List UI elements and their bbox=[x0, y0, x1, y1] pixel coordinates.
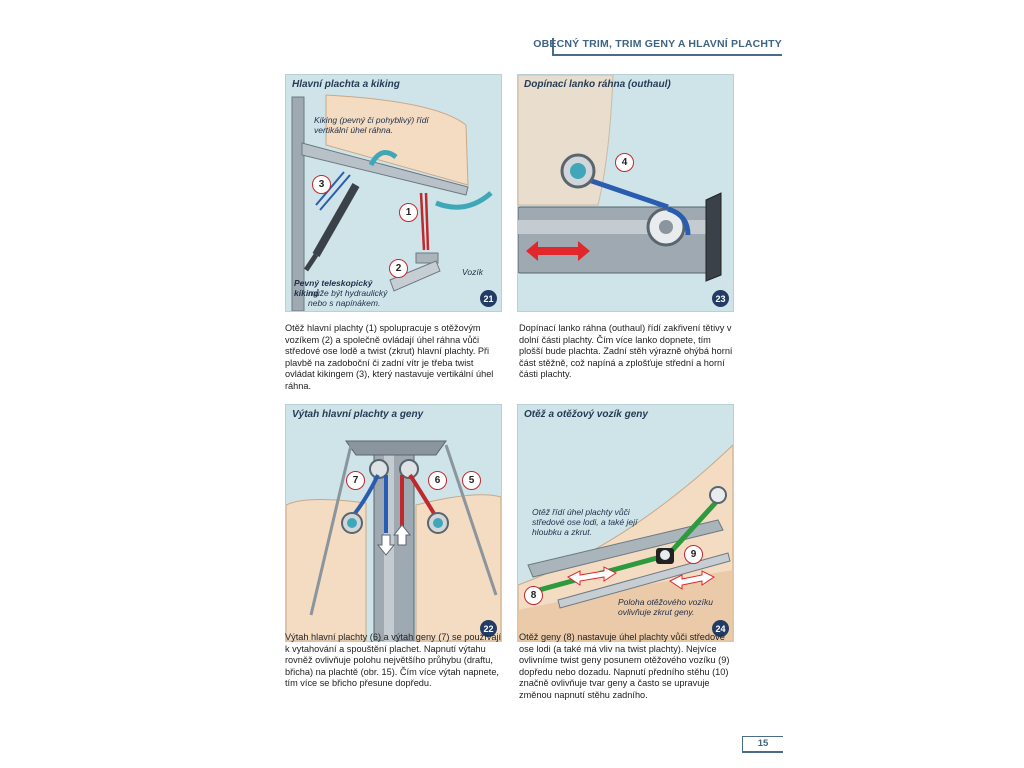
page-number: 15 bbox=[742, 736, 783, 753]
header-title: OBECNÝ TRIM, TRIM GENY A HLAVNÍ PLACHTY bbox=[533, 38, 782, 50]
panel-title: Hlavní plachta a kiking bbox=[292, 79, 400, 90]
paragraph-22: Výtah hlavní plachty (6) a výtah geny (7… bbox=[285, 632, 502, 689]
outhaul-illustration bbox=[518, 75, 722, 282]
note-pevny-title: Pevný teleskopický kiking bbox=[294, 278, 373, 298]
note-kiking: Kiking (pevný či pohyblivý) řídí vertiká… bbox=[314, 115, 429, 135]
callout-6: 6 bbox=[428, 471, 447, 490]
jib-sheet-illustration bbox=[518, 444, 733, 641]
note-poloha: Poloha otěžového vozíku ovlivňuje zkrut … bbox=[618, 597, 713, 617]
figure-panel-24: Otěž a otěžový vozík geny Otěž řídí úhel… bbox=[517, 404, 734, 642]
figure-number: 24 bbox=[712, 620, 729, 637]
note-vozik: Vozík bbox=[462, 267, 483, 277]
callout-8: 8 bbox=[524, 586, 543, 605]
callout-2: 2 bbox=[389, 259, 408, 278]
running-header: OBECNÝ TRIM, TRIM GENY A HLAVNÍ PLACHTY bbox=[533, 38, 782, 56]
figure-number: 23 bbox=[712, 290, 729, 307]
kicking-illustration bbox=[291, 94, 493, 311]
figure-number: 21 bbox=[480, 290, 497, 307]
halyard-illustration bbox=[286, 440, 501, 641]
panel-title: Dopínací lanko ráhna (outhaul) bbox=[524, 79, 671, 90]
panel-title: Otěž a otěžový vozík geny bbox=[524, 409, 648, 420]
figure-panel-23: Dopínací lanko ráhna (outhaul) 4 23 bbox=[517, 74, 734, 312]
callout-1: 1 bbox=[399, 203, 418, 222]
callout-4: 4 bbox=[615, 153, 634, 172]
callout-5: 5 bbox=[462, 471, 481, 490]
callout-3: 3 bbox=[312, 175, 331, 194]
callout-7: 7 bbox=[346, 471, 365, 490]
paragraph-21: Otěž hlavní plachty (1) spolupracuje s o… bbox=[285, 323, 494, 391]
figure-panel-22: Výtah hlavní plachty a geny 7 6 5 22 bbox=[285, 404, 502, 642]
note-oteze: Otěž řídí úhel plachty vůči středové ose… bbox=[532, 507, 638, 537]
figure-panel-21: Hlavní plachta a kiking Kiking (pevný či… bbox=[285, 74, 502, 312]
note-pevny: může být hydraulický nebo s napínákem. bbox=[308, 288, 388, 308]
paragraph-23: Dopínací lanko ráhna (outhaul) řídí zakř… bbox=[519, 323, 733, 380]
figure-number: 22 bbox=[480, 620, 497, 637]
panel-title: Výtah hlavní plachty a geny bbox=[292, 409, 424, 420]
callout-9: 9 bbox=[684, 545, 703, 564]
paragraph-24: Otěž geny (8) nastavuje úhel plachty vůč… bbox=[519, 632, 730, 700]
